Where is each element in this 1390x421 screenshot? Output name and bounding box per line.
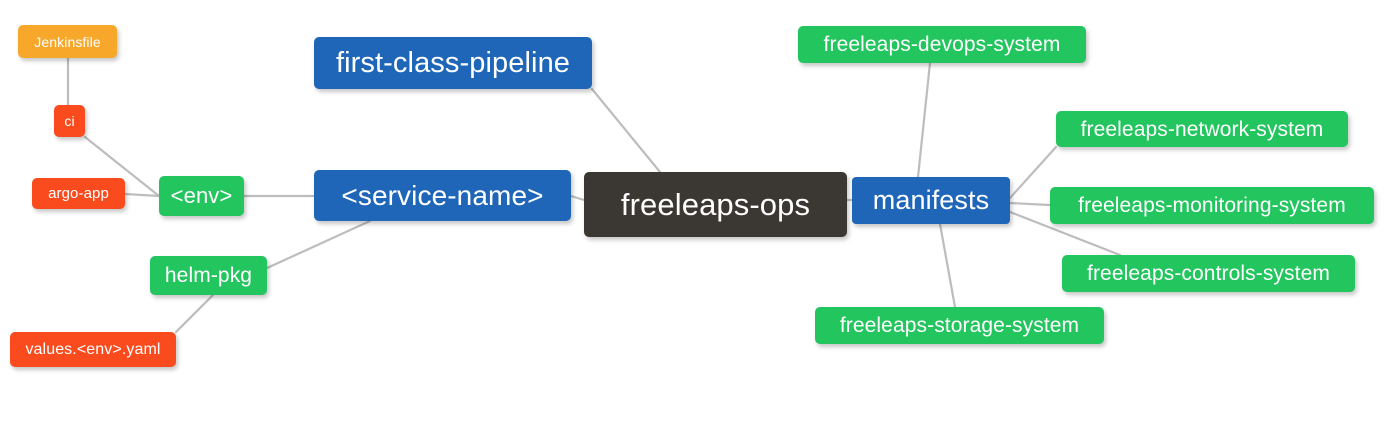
edge-argoapp-env — [123, 192, 161, 198]
node-argo-app[interactable]: argo-app — [32, 178, 125, 209]
edge-pipeline-root — [590, 87, 662, 174]
node-jenkinsfile[interactable]: Jenkinsfile — [18, 25, 117, 58]
node-values-env-yaml[interactable]: values.<env>.yaml — [10, 332, 176, 367]
node-freeleaps-devops-system[interactable]: freeleaps-devops-system — [798, 26, 1086, 63]
edge-manifests-devops — [916, 61, 932, 179]
node-manifests[interactable]: manifests — [852, 177, 1010, 224]
node-first-class-pipeline[interactable]: first-class-pipeline — [314, 37, 592, 89]
node-freeleaps-controls-system[interactable]: freeleaps-controls-system — [1062, 255, 1355, 292]
edge-manifests-storage — [938, 222, 957, 309]
edge-manifests-monitoring — [1008, 201, 1052, 207]
node-ci[interactable]: ci — [54, 105, 85, 137]
node-env[interactable]: <env> — [159, 176, 244, 216]
node-freeleaps-network-system[interactable]: freeleaps-network-system — [1056, 111, 1348, 147]
node-helm-pkg[interactable]: helm-pkg — [150, 256, 267, 295]
edge-servicename-root — [569, 194, 586, 202]
edge-helmpkg-servicename — [265, 219, 372, 270]
node-service-name[interactable]: <service-name> — [314, 170, 571, 221]
node-freeleaps-monitoring-system[interactable]: freeleaps-monitoring-system — [1050, 187, 1374, 224]
edge-values-helmpkg — [174, 293, 215, 334]
node-freeleaps-storage-system[interactable]: freeleaps-storage-system — [815, 307, 1104, 344]
node-freeleaps-ops-root[interactable]: freeleaps-ops — [584, 172, 847, 237]
